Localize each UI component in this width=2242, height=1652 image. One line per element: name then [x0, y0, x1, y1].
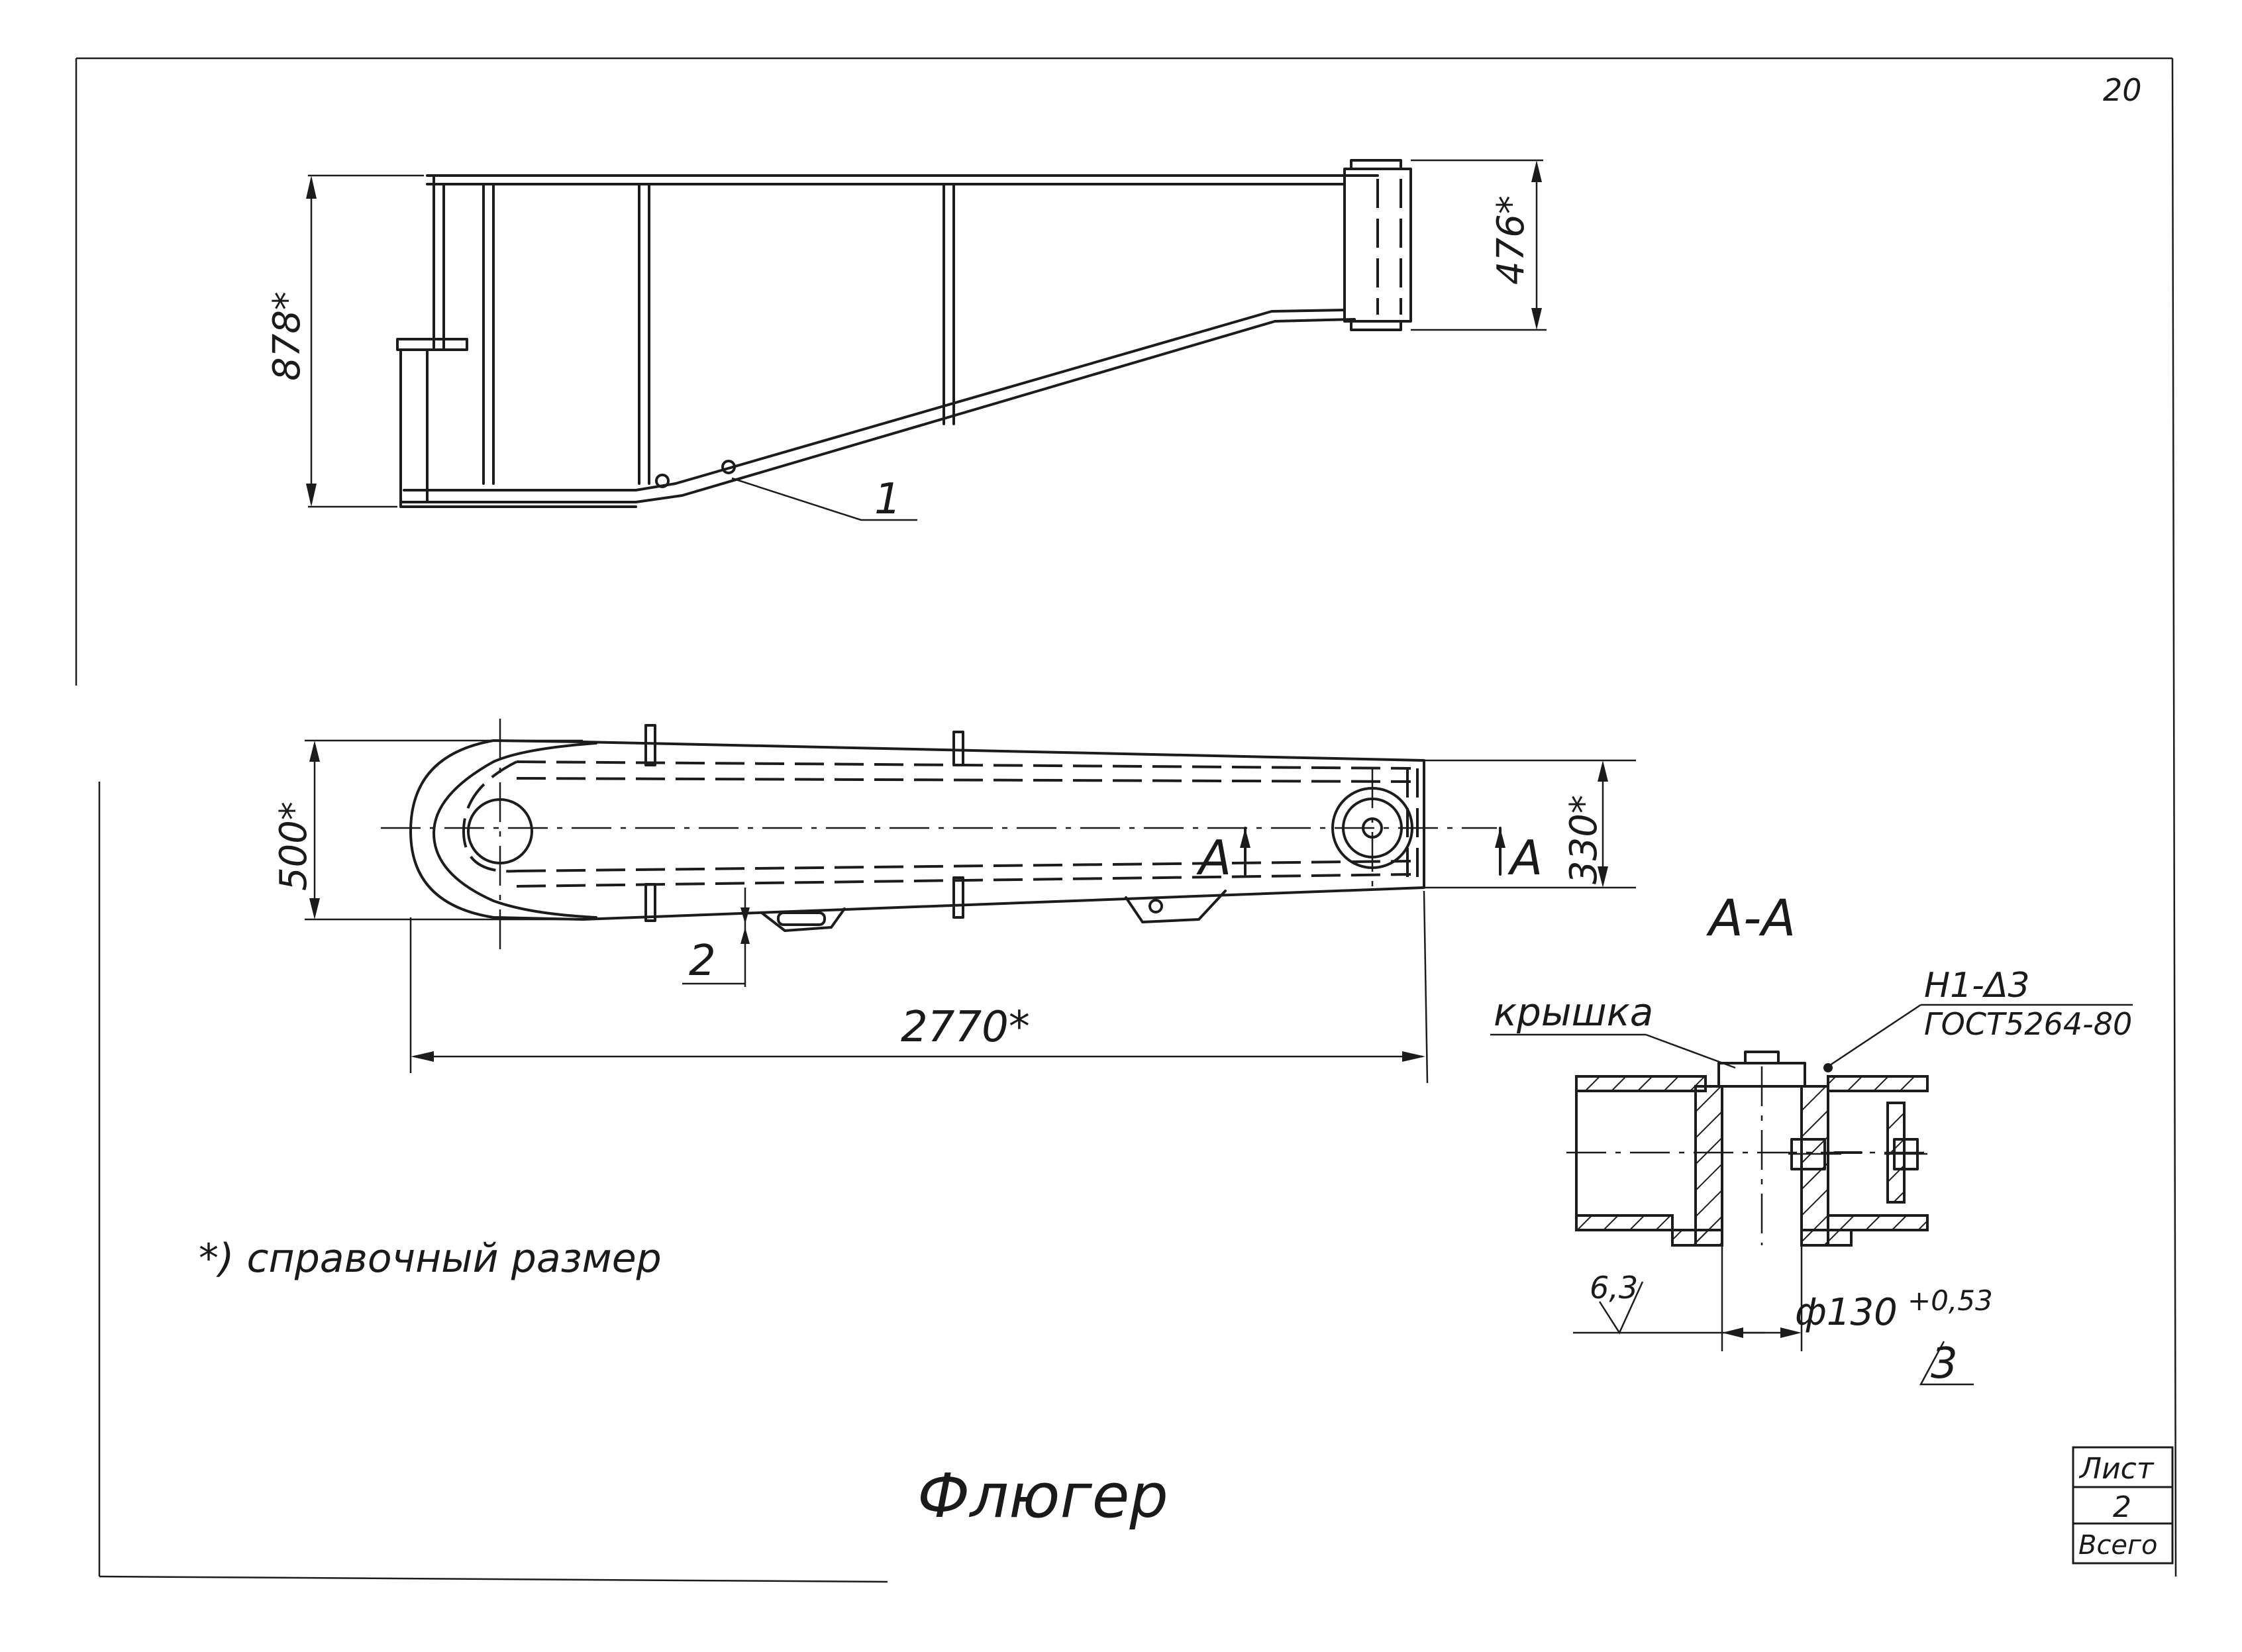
- diameter-value: ф130: [1795, 1291, 1898, 1334]
- side-view: 1 878* 476*: [266, 159, 1547, 524]
- plan-view: 2 A A 500* 330* 2770*: [272, 719, 1636, 1084]
- section-mark-right: A: [1507, 830, 1543, 886]
- roughness-value: 6,3: [1590, 1270, 1638, 1306]
- total-label: Всего: [2078, 1530, 2158, 1561]
- sheet-label: Лист: [2078, 1452, 2155, 1486]
- sheet-number: 2: [2113, 1490, 2131, 1524]
- weld-standard: ГОСТ5264-80: [1924, 1006, 2132, 1042]
- dim-end-width-330: 330*: [1562, 795, 1605, 884]
- cover-label: крышка: [1494, 990, 1653, 1035]
- drawing-title: Флюгер: [917, 1461, 1168, 1531]
- title-block: Лист 2 Всего: [2072, 1446, 2174, 1565]
- plan-callout-2: 2: [689, 937, 716, 986]
- section-title: А-А: [1706, 888, 1796, 947]
- section-mark-left: A: [1196, 830, 1231, 886]
- drawing-frame: [75, 57, 2177, 1583]
- weld-code: Н1-Δ3: [1924, 966, 2030, 1006]
- section-aa: А-А крышка Н1-Δ3 ГОСТ5264-80: [1490, 888, 2133, 1388]
- side-callout-1: 1: [874, 475, 901, 524]
- diameter-tolerance: +0,53: [1908, 1284, 1993, 1317]
- dim-end-height-476: 476*: [1490, 195, 1533, 285]
- reference-note: *) справочный размер: [199, 1235, 662, 1282]
- dim-width-500: 500*: [272, 801, 315, 891]
- page-number: 20: [2103, 72, 2142, 108]
- dim-height-878: 878*: [266, 291, 309, 381]
- section-callout-3: 3: [1931, 1339, 1958, 1388]
- dim-length-2770: 2770*: [901, 1003, 1030, 1052]
